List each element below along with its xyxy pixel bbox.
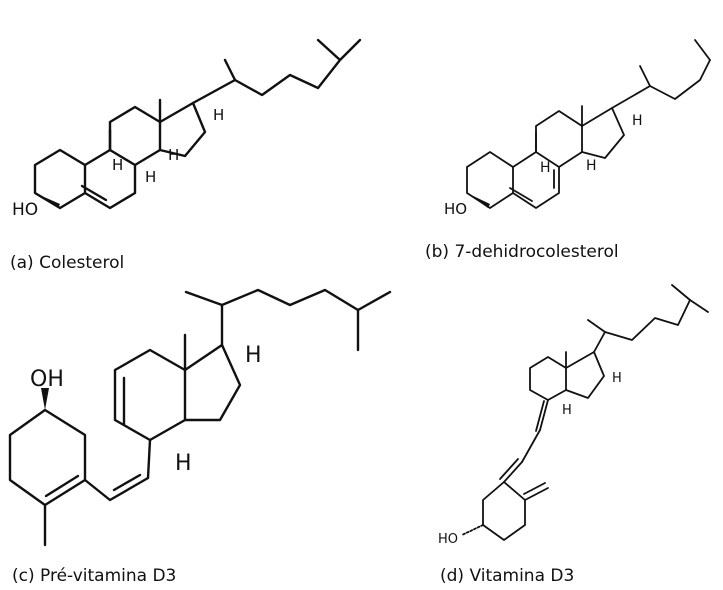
exocyclic-methylene bbox=[524, 487, 549, 501]
cyclohexene-ring-bonds bbox=[8, 408, 87, 507]
hydrogen-label: H bbox=[145, 168, 156, 186]
ring-a-bonds bbox=[482, 481, 526, 541]
double-bond-line bbox=[523, 482, 546, 495]
caption-c: (c) Pré-vitamina D3 bbox=[12, 566, 176, 586]
hydrogen-label: H bbox=[562, 403, 572, 418]
side-chain-methyl bbox=[639, 65, 651, 87]
side-chain-methyl bbox=[356, 290, 392, 312]
caption-b: (b) 7-dehidrocolesterol bbox=[425, 242, 619, 262]
hydrogen-label: H bbox=[168, 146, 179, 164]
hydroxyl-label: HO bbox=[444, 200, 467, 218]
hydrogen-label: H bbox=[213, 106, 224, 124]
molecule-previtamin-d3: OH H H bbox=[8, 288, 392, 547]
ring-d-bonds bbox=[581, 107, 625, 159]
caption-a: (a) Colesterol bbox=[10, 253, 124, 273]
double-bond-line bbox=[80, 184, 108, 202]
molecule-7-dehydrocholesterol: HO H H H bbox=[444, 39, 711, 218]
molecule-cholesterol: HO H H H H bbox=[12, 38, 362, 220]
hydrogen-label: H bbox=[632, 113, 643, 129]
side-chain-methyl bbox=[184, 290, 224, 307]
ring-c-bonds bbox=[108, 105, 162, 167]
side-chain-methyl bbox=[223, 58, 237, 82]
ring-b-bonds bbox=[83, 148, 137, 210]
hydrogen-label: H bbox=[540, 160, 551, 176]
side-chain-methyl bbox=[338, 38, 362, 62]
linker-bonds bbox=[83, 438, 152, 502]
side-chain-methyl bbox=[671, 284, 691, 301]
ring-b-bonds bbox=[512, 151, 560, 209]
hydroxyl-wedge bbox=[467, 193, 490, 208]
molecule-vitamin-d3: HO H H bbox=[438, 284, 709, 547]
double-bond-line bbox=[112, 473, 142, 492]
double-bond-line bbox=[535, 400, 545, 432]
ring-a-bonds bbox=[33, 148, 87, 210]
linker-bond bbox=[503, 461, 523, 483]
side-chain-methyl bbox=[587, 319, 606, 333]
hydroxyl-label: HO bbox=[438, 532, 458, 547]
hydrogen-label: H bbox=[245, 343, 262, 368]
hydrogen-label: H bbox=[586, 158, 597, 174]
hydrogen-label: H bbox=[112, 156, 123, 174]
hydrogen-label: H bbox=[175, 451, 192, 476]
side-chain-bonds bbox=[220, 288, 360, 312]
ring-c-bonds bbox=[529, 356, 567, 401]
hydroxyl-wedge bbox=[35, 193, 60, 208]
side-chain-bond bbox=[191, 78, 237, 105]
ring-a-bonds bbox=[466, 151, 514, 209]
linker-bond bbox=[539, 399, 549, 431]
ring-c-bonds bbox=[113, 348, 187, 442]
caption-d: (d) Vitamina D3 bbox=[440, 566, 574, 586]
hydroxyl-hash-bond bbox=[461, 524, 484, 536]
side-chain-bonds bbox=[649, 59, 711, 100]
hydroxyl-label: OH bbox=[30, 367, 64, 392]
ring-d-bonds bbox=[183, 343, 242, 422]
linker-bond bbox=[521, 429, 541, 463]
double-bond-line bbox=[509, 187, 533, 202]
side-chain-bonds bbox=[604, 299, 691, 341]
side-chain-bond bbox=[593, 331, 606, 353]
ring-d-bonds bbox=[565, 351, 605, 399]
side-chain-methyl bbox=[694, 39, 711, 61]
ring-d-bonds bbox=[158, 101, 207, 158]
side-chain-bond bbox=[611, 85, 651, 109]
side-chain-methyl bbox=[316, 38, 342, 62]
double-bond-line bbox=[44, 474, 80, 498]
ring-c-bonds bbox=[535, 110, 583, 168]
hydrogen-label: H bbox=[612, 371, 622, 386]
hydroxyl-wedge bbox=[41, 388, 49, 410]
side-chain-methyl bbox=[689, 299, 709, 313]
side-chain-bonds bbox=[233, 58, 342, 97]
double-bond-line bbox=[499, 458, 519, 480]
hydroxyl-label: HO bbox=[12, 200, 38, 220]
